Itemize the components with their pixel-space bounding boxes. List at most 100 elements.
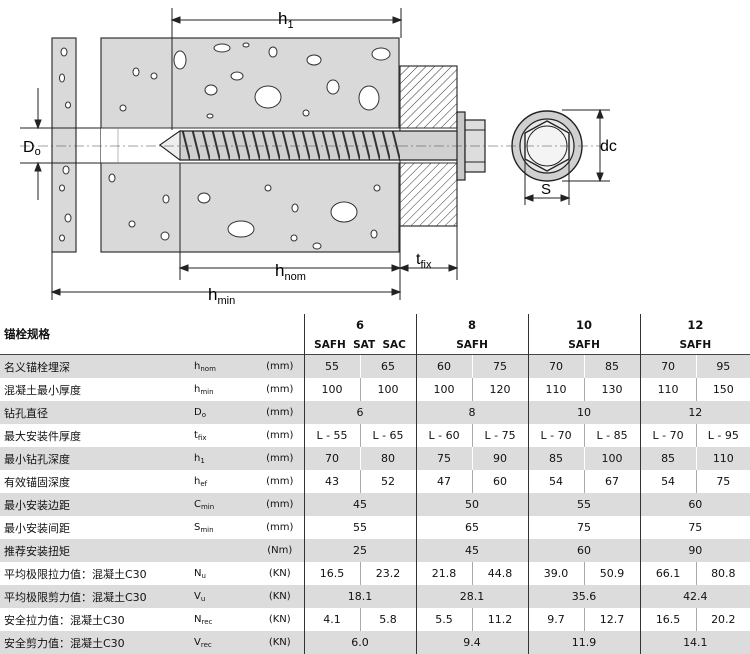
row-value: 75 (527, 516, 641, 539)
row-value: 54 (527, 470, 585, 493)
row-value: 90 (639, 539, 750, 562)
row-unit: (mm) (256, 401, 305, 424)
row-name: 有效锚固深度 (0, 470, 192, 493)
types-12: SAFH (639, 336, 750, 355)
row-value: 47 (415, 470, 473, 493)
row-value: 60 (527, 539, 641, 562)
row-value: 39.0 (527, 562, 585, 585)
row-value: 55 (303, 516, 417, 539)
row-value: 90 (471, 447, 529, 470)
dimension-tfix (398, 226, 459, 300)
row-symbol: Vrec (192, 631, 256, 654)
row-unit: (mm) (256, 470, 305, 493)
row-symbol: Cmin (192, 493, 256, 516)
row-value: 60 (471, 470, 529, 493)
row-symbol: hnom (192, 354, 256, 378)
row-value: 120 (471, 378, 529, 401)
row-name: 最大安装件厚度 (0, 424, 192, 447)
row-value: 10 (527, 401, 641, 424)
row-value: 70 (639, 354, 697, 378)
row-value: 110 (695, 447, 750, 470)
types-6: SAFH SAT SAC (303, 336, 417, 355)
row-unit: (mm) (256, 424, 305, 447)
row-value: 85 (639, 447, 697, 470)
anchor-installation-diagram: h1 Do hnom tfix hmin (20, 8, 617, 307)
row-value: 100 (303, 378, 361, 401)
row-symbol: tfix (192, 424, 256, 447)
row-value: 50.9 (583, 562, 641, 585)
row-value: 150 (695, 378, 750, 401)
concrete-slab-left (51, 37, 77, 253)
dim-tfix-label: tfix (416, 251, 432, 271)
size-6: 6 (303, 314, 417, 336)
dim-d0-label: Do (23, 139, 41, 158)
row-value: 12 (639, 401, 750, 424)
row-value: 14.1 (639, 631, 750, 654)
row-value: 70 (527, 354, 585, 378)
row-unit: (KN) (256, 562, 305, 585)
row-value: 110 (639, 378, 697, 401)
row-unit: (KN) (256, 631, 305, 654)
row-symbol: Nu (192, 562, 256, 585)
row-value: 43 (303, 470, 361, 493)
row-value: 75 (639, 516, 750, 539)
row-name: 安全剪力值：混凝土C30 (0, 631, 192, 654)
types-10: SAFH (527, 336, 641, 355)
row-unit: (mm) (256, 493, 305, 516)
row-name: 平均极限剪力值：混凝土C30 (0, 585, 192, 608)
row-symbol: hef (192, 470, 256, 493)
row-name: 混凝土最小厚度 (0, 378, 192, 401)
table-title: 锚栓规格 (0, 314, 305, 355)
row-value: 95 (695, 354, 750, 378)
types-8: SAFH (415, 336, 529, 355)
row-value: 54 (639, 470, 697, 493)
row-value: 75 (471, 354, 529, 378)
row-name: 平均极限拉力值：混凝土C30 (0, 562, 192, 585)
row-value: 11.2 (471, 608, 529, 631)
row-value: 66.1 (639, 562, 697, 585)
row-unit: (KN) (256, 608, 305, 631)
row-unit: (mm) (256, 447, 305, 470)
row-value: 55 (303, 354, 361, 378)
anchor-spec-table: 锚栓规格 6 8 10 12 SAFH SAT SAC SAFH SAFH SA… (0, 314, 750, 654)
row-symbol: h1 (192, 447, 256, 470)
row-value: 85 (527, 447, 585, 470)
dim-hmin-label: hmin (208, 285, 235, 307)
row-value: 9.4 (415, 631, 529, 654)
row-value: 9.7 (527, 608, 585, 631)
row-name: 钻孔直径 (0, 401, 192, 424)
row-value: 75 (695, 470, 750, 493)
row-value: 52 (359, 470, 417, 493)
row-name: 安全拉力值：混凝土C30 (0, 608, 192, 631)
row-value: 45 (415, 539, 529, 562)
row-value: 110 (527, 378, 585, 401)
row-unit: (mm) (256, 354, 305, 378)
row-value: L - 70 (527, 424, 585, 447)
row-value: 12.7 (583, 608, 641, 631)
dim-s-label: S (541, 181, 551, 198)
row-value: 8 (415, 401, 529, 424)
row-value: 70 (303, 447, 361, 470)
row-value: 67 (583, 470, 641, 493)
row-value: 50 (415, 493, 529, 516)
row-value: 18.1 (303, 585, 417, 608)
row-symbol: Nrec (192, 608, 256, 631)
row-value: 21.8 (415, 562, 473, 585)
row-value: 65 (359, 354, 417, 378)
row-value: 60 (639, 493, 750, 516)
row-value: L - 55 (303, 424, 361, 447)
row-value: 60 (415, 354, 473, 378)
row-value: 25 (303, 539, 417, 562)
row-name: 名义锚栓埋深 (0, 354, 192, 378)
row-symbol: Do (192, 401, 256, 424)
row-symbol: hmin (192, 378, 256, 401)
row-value: L - 60 (415, 424, 473, 447)
row-name: 最小安装边距 (0, 493, 192, 516)
